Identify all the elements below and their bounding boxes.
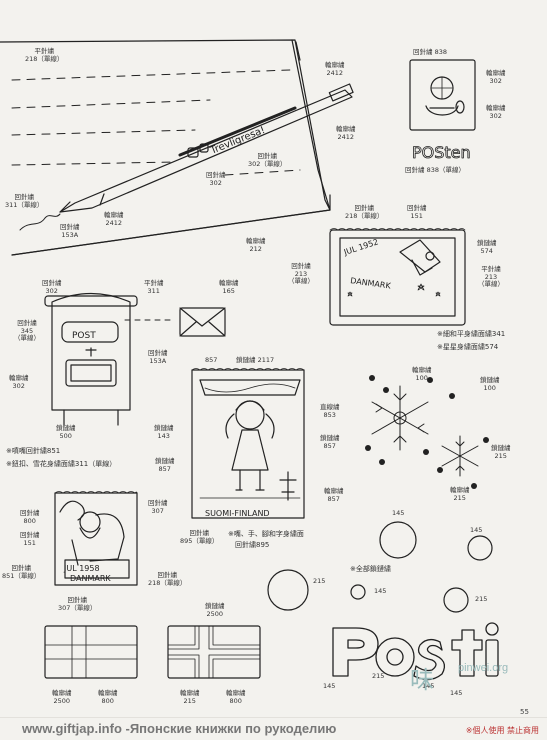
footer-bar: www.giftjap.info -Японские книжки по рук… bbox=[0, 717, 547, 740]
label-l7: 回針繍 153A bbox=[60, 223, 80, 239]
label-l37: 回針繍 307 bbox=[148, 499, 168, 515]
note-n6: 回針繍895 bbox=[235, 541, 270, 549]
snowflake-large-icon bbox=[371, 385, 429, 451]
label-l53: 輪廓繍 800 bbox=[226, 689, 246, 705]
envelope-illustration bbox=[124, 307, 226, 337]
label-l15: 回針繍 151 bbox=[407, 204, 427, 220]
label-l43: 回針繍 895（單線） bbox=[180, 529, 219, 545]
label-l18: 平針繍 213 （單線） bbox=[478, 265, 504, 288]
suomi-finland-stamp bbox=[191, 368, 305, 519]
posten-logo bbox=[409, 59, 476, 131]
label-l25: 鎖鏈繍 500 bbox=[56, 424, 76, 440]
posti-lettering bbox=[332, 622, 499, 681]
label-l38: 回針繍 800 bbox=[20, 509, 40, 525]
watermark-site: pinwei.org bbox=[458, 662, 509, 674]
label-l6: 回針繍 311（單線） bbox=[5, 193, 44, 209]
pen-illustration bbox=[59, 83, 354, 213]
label-l45: 145 bbox=[470, 526, 483, 534]
label-l8: 輪廓繍 2412 bbox=[104, 211, 124, 227]
posten-text: POSten bbox=[412, 143, 471, 162]
note-n5: ※嘴、手、腳和字身繍面 bbox=[228, 530, 304, 538]
snowflake-small-icon bbox=[441, 435, 479, 477]
footer-tag: ※個人使用 禁止商用 bbox=[465, 726, 539, 735]
label-l33: 輪廓繍 100 bbox=[412, 366, 432, 382]
note-n3: ※噴嘴回針繍851 bbox=[6, 447, 61, 455]
jul-1958-text: JUL 1958 bbox=[63, 564, 100, 573]
label-l4: 回針繍 302（單線） bbox=[248, 152, 287, 168]
label-l1: 平針繍 218（單線） bbox=[25, 47, 64, 63]
label-l3: 輪廓繍 2412 bbox=[336, 125, 356, 141]
label-l39: 回針繍 151 bbox=[20, 531, 40, 547]
label-l50: 鎖鏈繍 2500 bbox=[205, 602, 225, 618]
label-l12: 輪廓繍 302 bbox=[486, 104, 506, 120]
label-l57: 145 bbox=[450, 689, 463, 697]
page-number: 55 bbox=[520, 708, 529, 716]
danmark-text-1: DANMARK bbox=[350, 276, 392, 291]
label-l51: 輪廓繍 800 bbox=[98, 689, 118, 705]
label-l16: 鎖鏈繍 574 bbox=[477, 239, 497, 255]
label-l5: 回針繍 302 bbox=[206, 171, 226, 187]
post-text: POST bbox=[72, 331, 96, 341]
label-l19: 回針繍 302 bbox=[42, 279, 62, 295]
danmark-stamp-1 bbox=[329, 228, 466, 326]
note-n1: ※細和平身繍面繍341 bbox=[437, 330, 506, 338]
label-l49: 輪廓繍 2500 bbox=[52, 689, 72, 705]
footer-url[interactable]: www.giftjap.info -Японские книжки по рук… bbox=[22, 721, 337, 736]
danmark-text-2: DANMARK bbox=[70, 574, 111, 583]
label-l29: 直線繍 853 bbox=[320, 403, 340, 419]
label-l42: 回針繍 307（單線） bbox=[58, 596, 97, 612]
circles bbox=[267, 521, 493, 613]
note-n4: ※鈕扣、雪花身繍面繍311（單線） bbox=[6, 460, 117, 468]
label-l36: 輪廓繍 215 bbox=[450, 486, 470, 502]
jul-1952-text: JUL 1952 bbox=[342, 237, 380, 257]
label-l21: 輪廓繍 165 bbox=[219, 279, 239, 295]
label-l30: 鎖鏈繍 857 bbox=[320, 434, 340, 450]
label-l40: 回針繍 851（單線） bbox=[2, 564, 41, 580]
note-n7: ※全部鎖鏈繍 bbox=[350, 565, 391, 573]
label-l55: 215 bbox=[372, 672, 385, 680]
label-l32: 輪廓繍 857 bbox=[324, 487, 344, 503]
label-l52: 輪廓繍 215 bbox=[180, 689, 200, 705]
label-l11: 輪廓繍 302 bbox=[486, 69, 506, 85]
post-box-illustration bbox=[44, 292, 138, 426]
label-l44: 145 bbox=[392, 509, 405, 517]
label-l20: 平針繍 311 bbox=[144, 279, 164, 295]
label-l34: 鎖鏈繍 100 bbox=[480, 376, 500, 392]
label-l35: 鎖鏈繍 215 bbox=[491, 444, 511, 460]
finland-flag bbox=[44, 625, 138, 679]
label-l41: 回針繍 218（單線） bbox=[148, 571, 187, 587]
label-l23: 輪廓繍 302 bbox=[9, 374, 29, 390]
label-l48: 215 bbox=[475, 595, 488, 603]
label-l28: 鎖鏈繍 143 bbox=[154, 424, 174, 440]
suomi-text: SUOMI-FINLAND bbox=[205, 509, 270, 518]
santa-stamp bbox=[54, 491, 138, 586]
label-l17: 回針繍 213 （單線） bbox=[288, 262, 314, 285]
label-l9: 輪廓繍 212 bbox=[246, 237, 266, 253]
label-l31: 鎖鏈繍 857 bbox=[155, 457, 175, 473]
watermark-glyph: 味 bbox=[410, 667, 434, 694]
label-l2: 輪廓繍 2412 bbox=[325, 61, 345, 77]
label-l14: 回針繍 218（單線） bbox=[345, 204, 384, 220]
norway-flag bbox=[167, 625, 261, 679]
note-n2: ※星星身繍面繍574 bbox=[437, 343, 499, 351]
label-l26: 857 bbox=[205, 356, 218, 364]
label-l27: 鎖鏈繍 2117 bbox=[236, 356, 275, 364]
label-l54: 145 bbox=[323, 682, 336, 690]
label-l13: 回針繍 838（單線） bbox=[405, 166, 465, 174]
letter-paper-illustration bbox=[0, 39, 331, 256]
snow-dots bbox=[365, 375, 489, 489]
label-l46: 145 bbox=[374, 587, 387, 595]
label-l10: 回針繍 838 bbox=[413, 48, 447, 56]
label-l47: 215 bbox=[313, 577, 326, 585]
label-l22: 回針繍 345 （單線） bbox=[14, 319, 40, 342]
label-l24: 回針繍 153A bbox=[148, 349, 168, 365]
label-l56: 145 bbox=[422, 682, 435, 690]
